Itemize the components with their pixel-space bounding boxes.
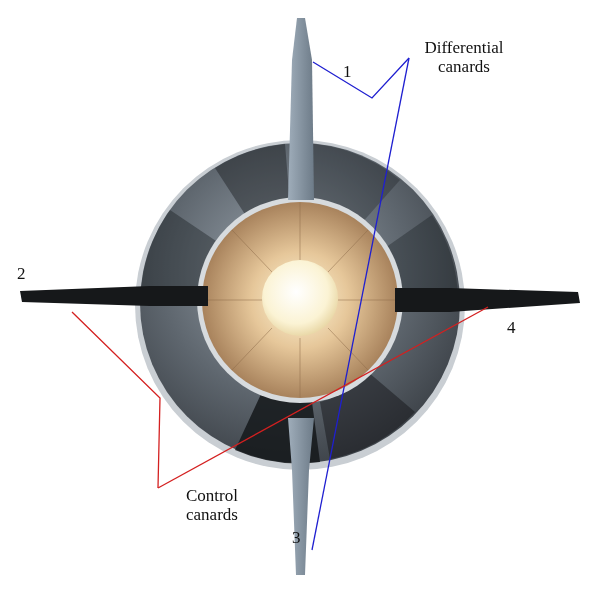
- differential-canard-top: [288, 18, 314, 200]
- hub: [262, 260, 338, 336]
- leader-line-blue: [312, 58, 409, 550]
- callout-number: 3: [292, 528, 301, 547]
- leader-line-blue: [313, 58, 409, 98]
- callout-number: 4: [507, 318, 516, 337]
- leader-line-red: [158, 307, 488, 488]
- leader-line-red: [72, 312, 160, 488]
- control-canard-right: [395, 288, 580, 312]
- intake-vanes: [202, 203, 398, 397]
- callout-label: Control canards: [160, 486, 264, 524]
- intake: [202, 202, 398, 398]
- differential-canard-bottom: [288, 418, 314, 575]
- callout-label: Differential canards: [412, 38, 516, 76]
- callout-number: 1: [343, 62, 352, 81]
- control-canard-left: [20, 286, 208, 306]
- leader-lines: [72, 58, 488, 550]
- inner-rim: [197, 197, 403, 403]
- callout-number: 2: [17, 264, 26, 283]
